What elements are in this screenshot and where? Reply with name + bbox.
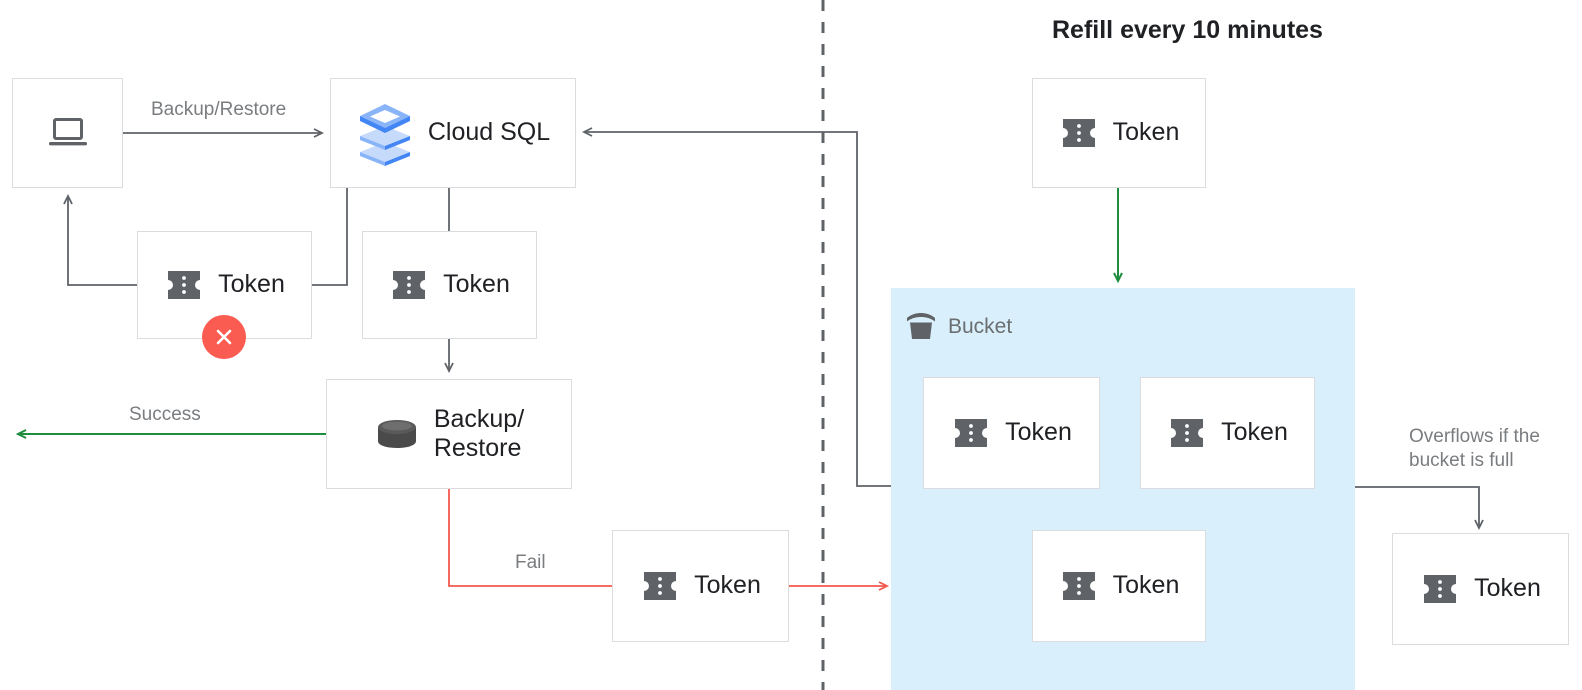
node-backup-restore-label: Backup/ Restore bbox=[433, 404, 525, 463]
node-cloud-sql[interactable]: Cloud SQL bbox=[330, 78, 576, 188]
node-token-failed-label: Token bbox=[218, 270, 285, 299]
ticket-icon bbox=[1059, 117, 1099, 149]
node-token-overflow[interactable]: Token bbox=[1392, 533, 1569, 645]
node-bucket-token-2-label: Token bbox=[1221, 418, 1288, 447]
bucket-header: Bucket bbox=[905, 312, 1012, 342]
ticket-icon bbox=[951, 417, 991, 449]
edge-label-success: Success bbox=[129, 404, 201, 425]
edge-label-backup-restore: Backup/Restore bbox=[151, 99, 287, 120]
ticket-icon bbox=[640, 570, 680, 602]
node-token-fail-out[interactable]: Token bbox=[612, 530, 789, 642]
edge-token-failed-to-client bbox=[63, 193, 137, 286]
database-icon bbox=[374, 415, 420, 453]
node-client[interactable] bbox=[12, 78, 123, 188]
node-bucket-token-3-label: Token bbox=[1112, 571, 1180, 600]
node-token-consumed-label: Token bbox=[443, 270, 510, 299]
node-token-refill[interactable]: Token bbox=[1032, 78, 1206, 188]
ticket-icon bbox=[389, 269, 429, 301]
node-cloud-sql-label: Cloud SQL bbox=[427, 118, 551, 147]
laptop-icon bbox=[47, 116, 89, 150]
ticket-icon bbox=[1167, 417, 1207, 449]
node-bucket-token-1[interactable]: Token bbox=[923, 377, 1100, 489]
node-bucket-token-2[interactable]: Token bbox=[1140, 377, 1315, 489]
error-x-icon bbox=[202, 315, 246, 359]
node-token-fail-out-label: Token bbox=[694, 571, 761, 600]
edge-cloudsql-to-token-failed bbox=[312, 188, 348, 286]
page-title: Refill every 10 minutes bbox=[1052, 16, 1323, 44]
node-bucket-token-3[interactable]: Token bbox=[1032, 530, 1206, 642]
edge-label-fail: Fail bbox=[515, 552, 546, 573]
edge-bucket-to-cloudsql bbox=[581, 127, 891, 487]
node-token-overflow-label: Token bbox=[1474, 574, 1541, 603]
node-token-consumed[interactable]: Token bbox=[362, 231, 537, 339]
node-backup-restore[interactable]: Backup/ Restore bbox=[326, 379, 572, 489]
ticket-icon bbox=[1059, 570, 1099, 602]
bucket-icon bbox=[905, 312, 937, 342]
cloud-sql-icon bbox=[356, 100, 414, 166]
node-token-failed[interactable]: Token bbox=[137, 231, 312, 339]
ticket-icon bbox=[1420, 573, 1460, 605]
bucket-label: Bucket bbox=[948, 315, 1013, 338]
node-token-refill-label: Token bbox=[1112, 118, 1180, 147]
edge-bucket-overflow bbox=[1355, 486, 1484, 531]
node-bucket-token-1-label: Token bbox=[1005, 418, 1072, 447]
edge-label-overflow: Overflows if the bucket is full bbox=[1409, 426, 1540, 471]
ticket-icon bbox=[164, 269, 204, 301]
